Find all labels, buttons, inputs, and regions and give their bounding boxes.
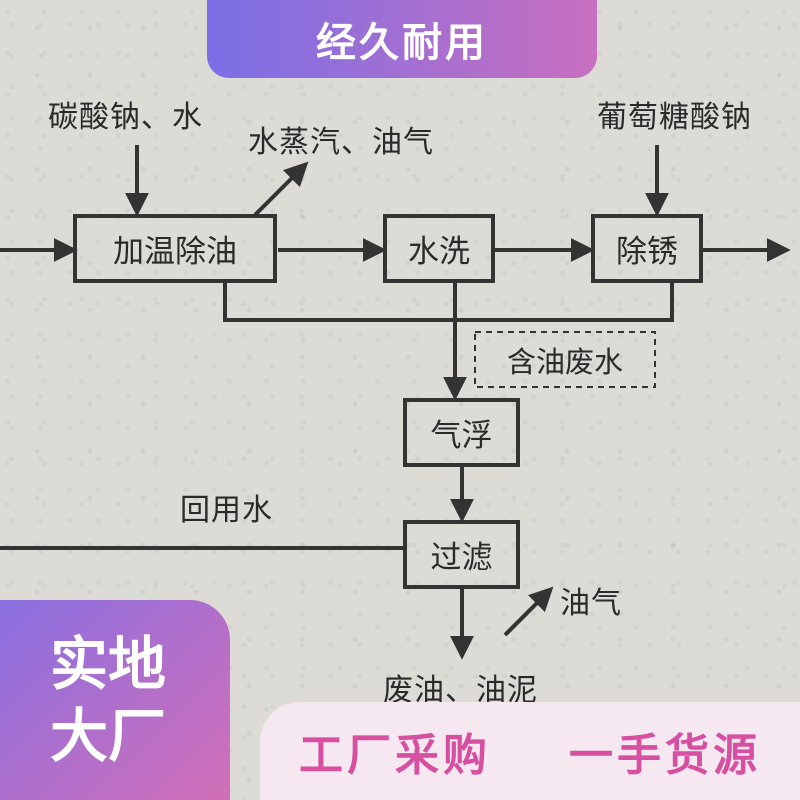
arrow-vapor (253, 161, 309, 217)
bottom-bar: 工厂采购 一手货源 (260, 702, 800, 800)
bottom-left-text: 工厂采购 (299, 730, 491, 781)
bottom-right-text: 一手货源 (569, 730, 761, 781)
oily-water-label: 含油废水 (506, 344, 623, 379)
recycled-water-label: 回用水 (180, 493, 273, 528)
waste-collect (223, 283, 674, 322)
badge-line2: 大厂 (50, 702, 167, 770)
input-left-label: 碳酸钠、水 (48, 100, 203, 135)
node-filter: 过滤 (430, 540, 493, 576)
node-wash: 水洗 (408, 234, 470, 270)
side-badge: 实地 大厂 (0, 600, 230, 800)
node-degrease: 加温除油 (113, 234, 237, 270)
oil-gas-label: 油气 (560, 586, 622, 621)
badge-line1: 实地 (50, 630, 167, 698)
input-right-label: 葡萄糖酸钠 (597, 100, 752, 135)
vapor-label: 水蒸汽、油气 (248, 125, 434, 160)
top-banner: 经久耐用 (207, 0, 597, 78)
arrow-oil-gas (503, 586, 554, 637)
node-flotation: 气浮 (430, 418, 493, 454)
oily-water-dashed-box (474, 331, 656, 388)
node-derust: 除锈 (616, 234, 678, 270)
